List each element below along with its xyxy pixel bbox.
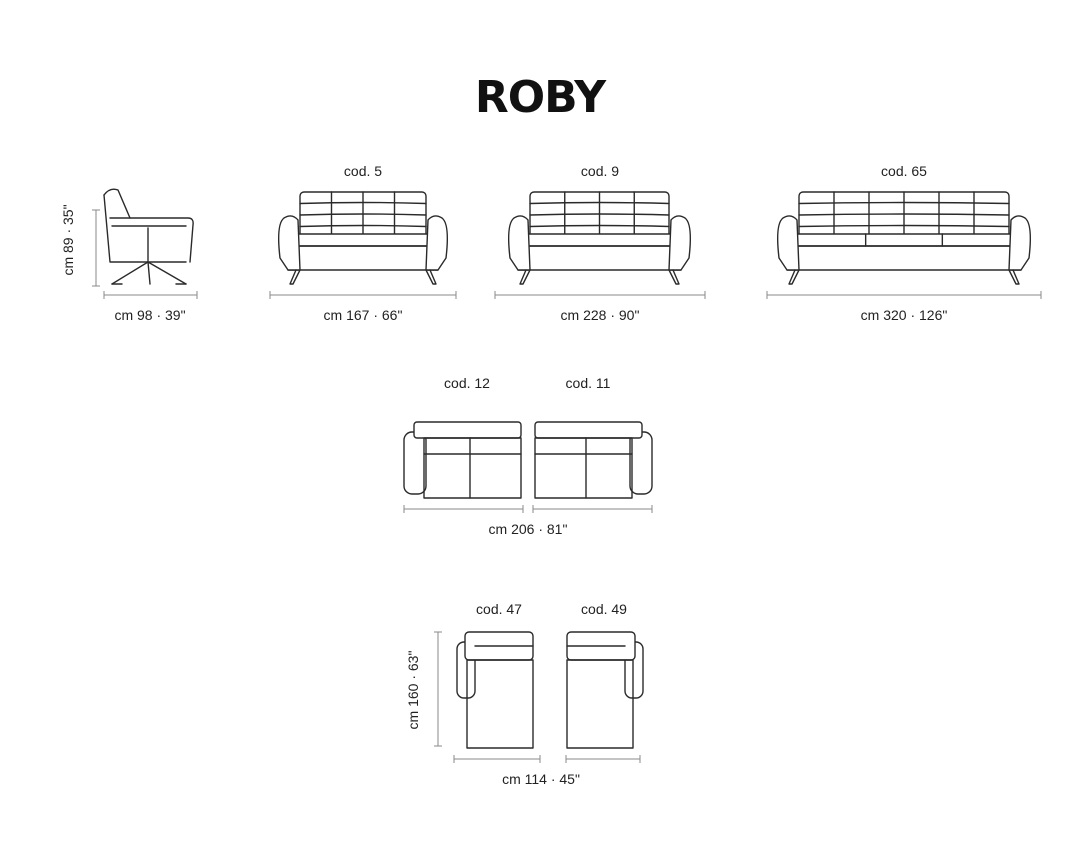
module-cod-11-drawing <box>534 421 653 499</box>
module-cod-12-drawing <box>403 421 522 499</box>
modules-47-49-depth-label: cm 160 · 63" <box>405 650 421 730</box>
armchair-side-drawing <box>103 188 194 285</box>
sofa-cod-65-code: cod. 65 <box>881 163 927 179</box>
sofa-cod-9-width-dimension <box>494 291 706 299</box>
sofa-cod-65-width-label: cm 320 · 126" <box>860 307 948 323</box>
modules-47-49-depth-dimension <box>434 631 442 747</box>
module-cod-47-code: cod. 47 <box>476 601 522 617</box>
sofa-cod-5-width-dimension <box>269 291 457 299</box>
module-cod-12-code: cod. 12 <box>444 375 490 391</box>
module-cod-11-code: cod. 11 <box>565 375 611 391</box>
sofa-cod-5-code: cod. 5 <box>343 163 383 179</box>
modules-12-11-width-dimension <box>403 505 653 513</box>
module-cod-49-drawing <box>566 631 644 749</box>
module-cod-47-drawing <box>456 631 534 749</box>
module-cod-49-code: cod. 49 <box>581 601 627 617</box>
modules-47-49-width-dimension <box>453 755 641 763</box>
armchair-width-label: cm 98 · 39" <box>114 307 186 323</box>
modules-12-11-width-label: cm 206 · 81" <box>488 521 568 537</box>
modules-47-49-width-label: cm 114 · 45" <box>502 771 580 787</box>
sofa-cod-9-width-label: cm 228 · 90" <box>560 307 640 323</box>
sofa-cod-5-drawing <box>277 191 449 285</box>
armchair-height-label: cm 89 · 35" <box>60 204 76 276</box>
armchair-width-dimension <box>103 291 198 299</box>
armchair-height-dimension <box>92 209 100 287</box>
collection-title: ROBY <box>474 72 606 123</box>
sofa-cod-65-drawing <box>776 191 1032 285</box>
sofa-cod-65-width-dimension <box>766 291 1042 299</box>
sofa-cod-9-code: cod. 9 <box>580 163 620 179</box>
sofa-cod-5-width-label: cm 167 · 66" <box>323 307 403 323</box>
sofa-cod-9-drawing <box>507 191 692 285</box>
